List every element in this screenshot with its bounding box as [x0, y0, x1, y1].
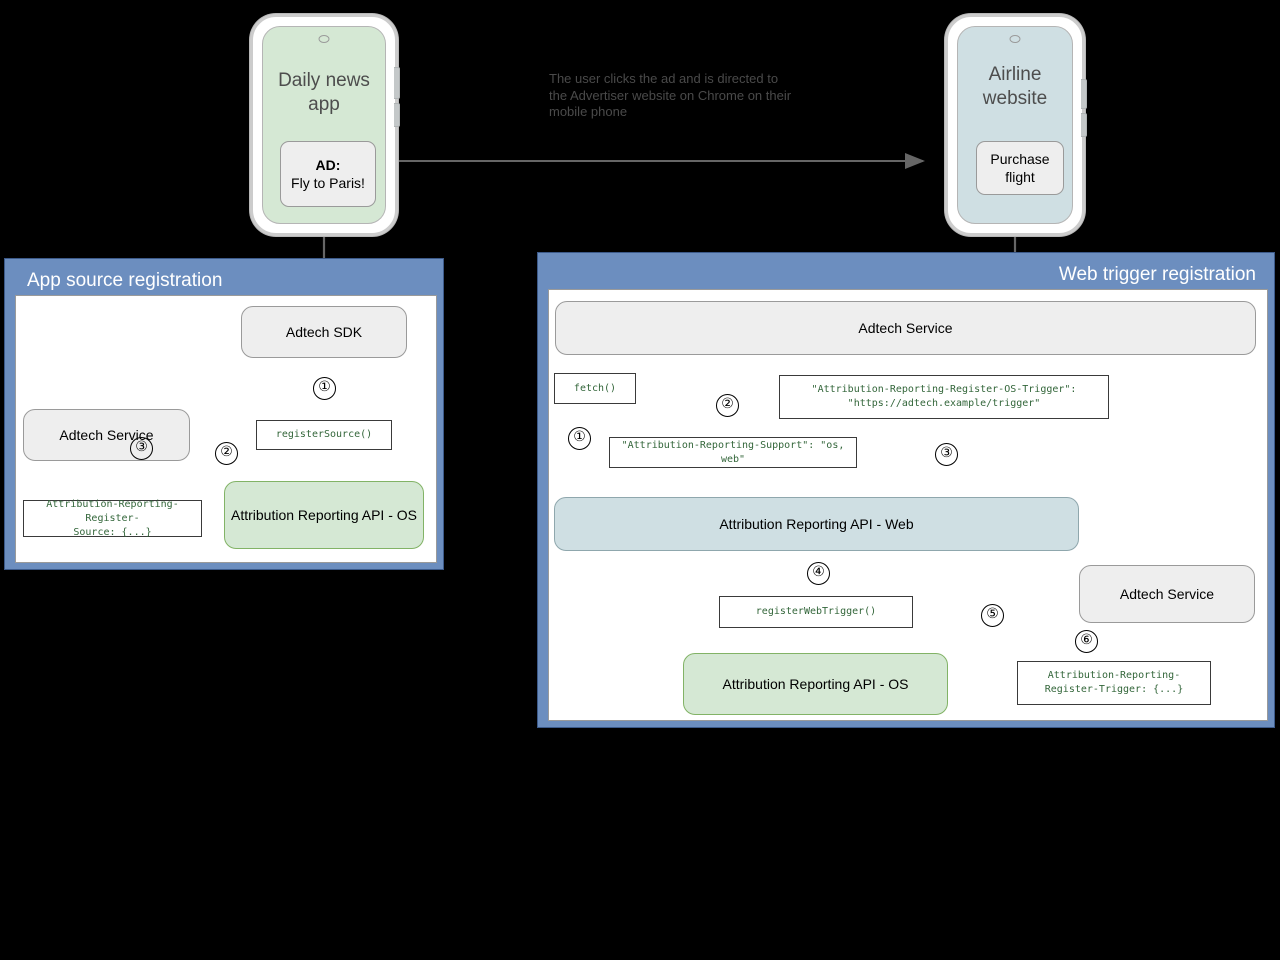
ad-card-text: Fly to Paris! [291, 175, 365, 191]
code-register-source: registerSource() [256, 420, 392, 450]
ad-card-fly-to-paris[interactable]: AD: Fly to Paris! [280, 141, 376, 207]
step-marker-2-left: ② [215, 442, 238, 465]
node-attribution-api-os-right-label: Attribution Reporting API - OS [722, 676, 909, 692]
node-attribution-api-os-left[interactable]: Attribution Reporting API - OS [224, 481, 424, 549]
phone-title-right-line2: website [982, 88, 1048, 109]
step-marker-1-left: ① [313, 377, 336, 400]
code-register-source-label: registerSource() [275, 429, 373, 440]
camera-notch-icon-right [1009, 35, 1021, 43]
phone-airline-website: Airline website Purchase flight [945, 14, 1087, 236]
phone-screen-daily-news: Daily news app AD: Fly to Paris! [262, 26, 386, 224]
node-adtech-service-web-top-label: Adtech Service [858, 320, 953, 336]
phone-daily-news-app: Daily news app AD: Fly to Paris! [250, 14, 400, 236]
purchase-flight-line1: Purchase [990, 151, 1050, 167]
camera-notch-icon [318, 35, 330, 43]
purchase-flight-button[interactable]: Purchase flight [976, 141, 1064, 195]
step-marker-2-right: ② [716, 394, 739, 417]
step-marker-3-left: ③ [130, 437, 153, 460]
step-marker-1-right: ① [568, 427, 591, 450]
phone-title-line1: Daily news [278, 70, 370, 91]
phone-title-right-line1: Airline [988, 64, 1042, 85]
code-register-source-header-label: Attribution-Reporting-Register- Source: … [46, 498, 179, 538]
code-attribution-reporting-support: "Attribution-Reporting-Support": "os, we… [609, 437, 857, 468]
flow-caption: The user clicks the ad and is directed t… [549, 71, 792, 119]
code-fetch: fetch() [554, 373, 636, 404]
step-marker-4-right: ④ [807, 562, 830, 585]
step-marker-3-right: ③ [935, 443, 958, 466]
phone-title-line2: app [308, 94, 340, 115]
code-register-trigger-header: Attribution-Reporting- Register-Trigger:… [1017, 661, 1211, 705]
node-adtech-service-left[interactable]: Adtech Service [23, 409, 190, 461]
node-attribution-api-os-right[interactable]: Attribution Reporting API - OS [683, 653, 948, 715]
phone-power-button [394, 103, 400, 127]
code-fetch-label: fetch() [573, 382, 617, 394]
code-register-os-trigger: "Attribution-Reporting-Register-OS-Trigg… [779, 375, 1109, 419]
step-marker-6-right: ⑥ [1075, 630, 1098, 653]
node-adtech-sdk[interactable]: Adtech SDK [241, 306, 407, 358]
node-adtech-service-web-bottom-label: Adtech Service [1119, 586, 1215, 602]
node-adtech-service-web-top[interactable]: Adtech Service [555, 301, 1256, 355]
phone-volume-button-right [1081, 79, 1087, 109]
code-register-web-trigger-label: registerWebTrigger() [755, 606, 877, 617]
phone-screen-airline: Airline website Purchase flight [957, 26, 1073, 224]
phone-power-button-right [1081, 113, 1087, 137]
panel-title-web-trigger: Web trigger registration [1058, 264, 1256, 285]
code-register-trigger-header-label: Attribution-Reporting- Register-Trigger:… [1044, 670, 1184, 695]
code-register-web-trigger: registerWebTrigger() [719, 596, 913, 628]
code-register-os-trigger-label: "Attribution-Reporting-Register-OS-Trigg… [811, 384, 1077, 409]
node-attribution-api-web-label: Attribution Reporting API - Web [719, 516, 914, 532]
ad-card-label: AD: [315, 157, 341, 173]
phone-volume-button [394, 67, 400, 99]
node-adtech-service-left-label: Adtech Service [59, 427, 154, 443]
node-attribution-api-web[interactable]: Attribution Reporting API - Web [554, 497, 1079, 551]
node-attribution-api-os-left-label: Attribution Reporting API - OS [231, 507, 417, 523]
panel-title-app-source: App source registration [27, 270, 223, 291]
code-register-source-header: Attribution-Reporting-Register- Source: … [23, 498, 202, 538]
node-adtech-sdk-label: Adtech SDK [285, 324, 363, 340]
code-attribution-reporting-support-label: "Attribution-Reporting-Support": "os, we… [621, 439, 845, 465]
step-marker-5-right: ⑤ [981, 604, 1004, 627]
node-adtech-service-web-bottom[interactable]: Adtech Service [1079, 565, 1255, 623]
purchase-flight-line2: flight [1005, 169, 1035, 185]
